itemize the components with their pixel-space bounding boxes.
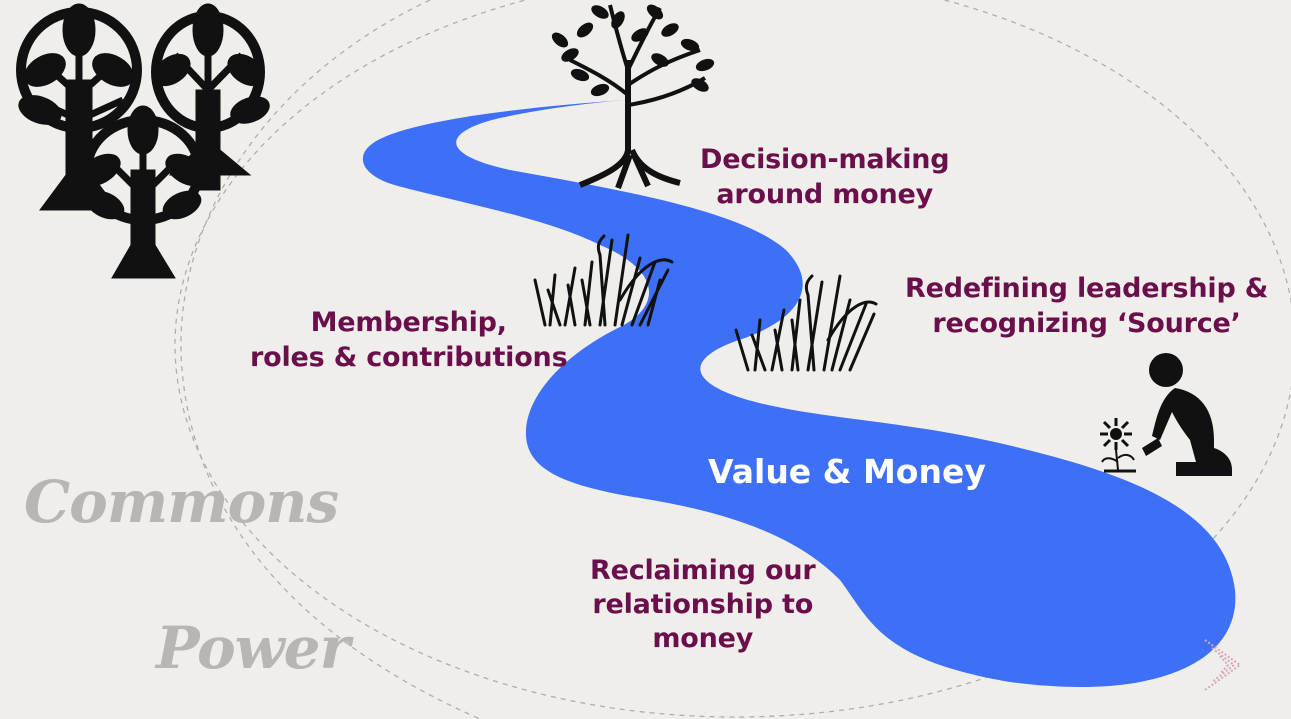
decision-label-line: Decision-making bbox=[700, 144, 950, 175]
reclaiming-label: Reclaiming our relationship to money bbox=[590, 554, 816, 656]
reclaiming-label-line: relationship to bbox=[592, 589, 814, 620]
commons-word: Commons bbox=[24, 468, 339, 536]
tree-icon bbox=[551, 4, 715, 190]
membership-label-line: roles & contributions bbox=[250, 342, 568, 373]
decision-label: Decision-making around money bbox=[700, 142, 950, 212]
reclaiming-label-line: Reclaiming our bbox=[590, 555, 816, 586]
membership-label: Membership, roles & contributions bbox=[250, 305, 568, 375]
membership-label-line: Membership, bbox=[310, 307, 507, 338]
leadership-label: Redefining leadership & recognizing ‘Sou… bbox=[905, 271, 1268, 341]
grass-icon bbox=[533, 233, 674, 327]
flower-icon bbox=[1100, 418, 1136, 473]
power-word: Power bbox=[156, 614, 350, 682]
leadership-label-line: recognizing ‘Source’ bbox=[932, 308, 1241, 339]
next-arrow-icon[interactable] bbox=[1204, 639, 1242, 691]
inner-dashed-ring bbox=[180, 0, 481, 719]
river bbox=[362, 100, 1236, 687]
leadership-label-line: Redefining leadership & bbox=[905, 273, 1269, 304]
tree-cluster-icon bbox=[16, 3, 270, 279]
reclaiming-label-line: money bbox=[652, 623, 754, 654]
grass-icon bbox=[734, 274, 878, 372]
gardener-icon bbox=[1142, 353, 1232, 476]
value-money-label: Value & Money bbox=[708, 452, 986, 491]
decision-label-line: around money bbox=[716, 179, 934, 210]
